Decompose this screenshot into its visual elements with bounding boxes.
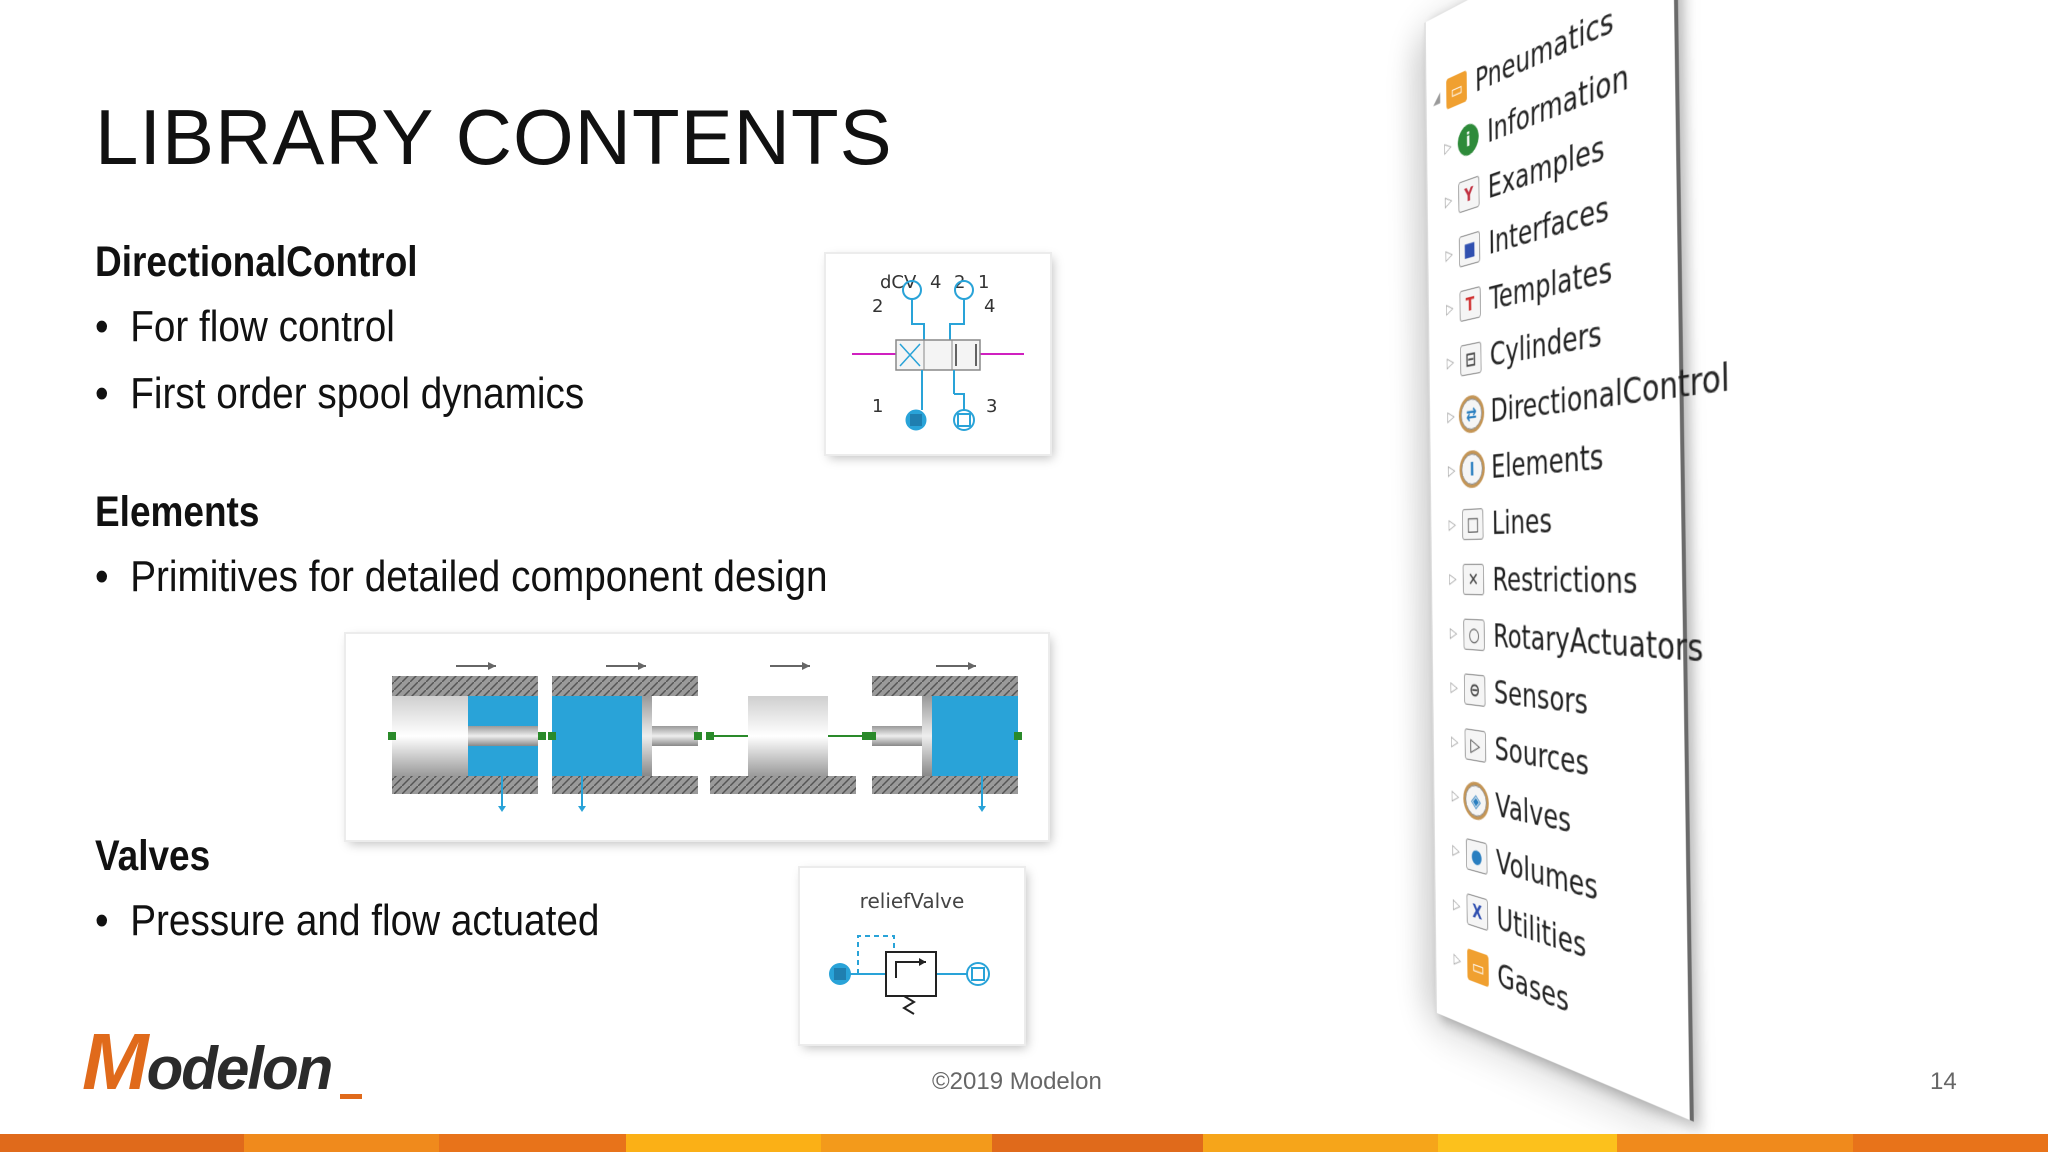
collapsed-arrow-icon[interactable]: ▷ (1447, 462, 1456, 480)
bullet-item: • For flow control (95, 302, 395, 352)
folder-icon: ▭ (1467, 948, 1489, 988)
bullet-glyph: • (95, 302, 109, 351)
utilities-icon: X (1466, 893, 1489, 932)
templates-icon: T (1459, 285, 1481, 323)
dcv-port-label: 3 (986, 396, 997, 417)
valves-icon: ◈ (1465, 783, 1487, 819)
tree-item-label: Valves (1495, 786, 1572, 842)
tree-item[interactable]: ▷ ✕Restrictions (1449, 555, 1638, 608)
elements-icon: I (1461, 452, 1483, 486)
interfaces-icon: ■ (1458, 230, 1481, 268)
tree-item[interactable]: ▷ ○RotaryActuators (1450, 611, 1704, 677)
bullet-text: Pressure and flow actuated (130, 896, 600, 945)
company-logo: Modelon (82, 1016, 334, 1108)
cylinder-icon: ⊟ (1460, 341, 1482, 377)
brand-bar-segment (1617, 1134, 1853, 1152)
relief-valve-label: reliefValve (860, 889, 965, 913)
collapsed-arrow-icon[interactable]: ▷ (1449, 571, 1457, 588)
collapsed-arrow-icon[interactable]: ▷ (1451, 733, 1459, 751)
rotary-actuator-icon: ○ (1463, 618, 1485, 652)
tree-item-label: Sensors (1493, 673, 1589, 723)
bullet-item: • Primitives for detailed component desig… (95, 552, 828, 602)
section-heading-valves: Valves (95, 832, 211, 880)
collapsed-arrow-icon[interactable]: ▷ (1444, 138, 1452, 158)
tree-item-label: Gases (1497, 956, 1570, 1021)
collapsed-arrow-icon[interactable]: ▷ (1445, 246, 1453, 265)
brand-bar-segment (1202, 1134, 1439, 1152)
dcv-port-label: 1 (978, 272, 989, 293)
tree-item-label: Restrictions (1492, 560, 1638, 603)
tree-item-label: RotaryActuators (1493, 617, 1704, 671)
slide-title: LIBRARY CONTENTS (95, 93, 893, 181)
relief-valve-diagram: reliefValve (829, 889, 990, 1015)
bullet-text: First order spool dynamics (130, 369, 585, 418)
footer-copyright: ©2019 Modelon (932, 1068, 1102, 1095)
brand-color-bar (0, 1134, 2048, 1152)
bullet-item: • Pressure and flow actuated (95, 896, 599, 946)
tree-item-label: Sources (1494, 729, 1590, 785)
directional-valve-figure: dCV 4 2 1 2 4 1 3 (826, 254, 1050, 454)
brand-bar-segment (1852, 1134, 2048, 1152)
collapsed-arrow-icon[interactable]: ▷ (1450, 679, 1458, 697)
info-icon: i (1457, 120, 1479, 160)
folder-icon: ▭ (1446, 70, 1467, 110)
collapsed-arrow-icon[interactable]: ▷ (1451, 787, 1460, 806)
bullet-text: Primitives for detailed component design (130, 552, 828, 601)
dcv-port-label: 1 (872, 396, 883, 417)
brand-bar-segment (243, 1134, 439, 1152)
tree-item-label: Lines (1491, 501, 1553, 543)
collapsed-arrow-icon[interactable]: ▷ (1447, 408, 1455, 426)
collapsed-arrow-icon[interactable]: ▷ (1446, 300, 1454, 319)
bullet-glyph: • (95, 369, 109, 418)
brand-bar-segment (438, 1134, 626, 1152)
brand-bar-segment (0, 1134, 244, 1152)
bullet-item: • First order spool dynamics (95, 369, 584, 419)
brand-bar-segment (820, 1134, 992, 1152)
brand-bar-segment (625, 1134, 821, 1152)
dcv-port-label: 4 (984, 296, 995, 317)
page-number: 14 (1930, 1068, 1957, 1095)
collapsed-arrow-icon[interactable]: ▷ (1452, 841, 1460, 861)
examples-icon: Y (1458, 175, 1480, 214)
relief-valve-figure: reliefValve (800, 868, 1024, 1044)
tree-item-label: Elements (1491, 436, 1604, 486)
brand-bar-segment (1438, 1134, 1618, 1152)
dcv-port-label: 4 (930, 272, 941, 293)
restrictions-icon: ✕ (1462, 563, 1485, 596)
collapsed-arrow-icon[interactable]: ▷ (1452, 896, 1461, 915)
brand-bar-segment (991, 1134, 1203, 1152)
bullet-glyph: • (95, 552, 109, 601)
source-icon: ▷ (1464, 728, 1487, 763)
collapsed-arrow-icon[interactable]: ▷ (1449, 625, 1458, 642)
section-heading-directional-control: DirectionalControl (95, 238, 418, 286)
collapsed-arrow-icon[interactable]: ▷ (1453, 950, 1462, 970)
collapsed-arrow-icon[interactable]: ▷ (1446, 354, 1455, 372)
sensor-icon: ⊖ (1463, 673, 1486, 708)
volumes-icon: ● (1465, 838, 1488, 876)
lines-icon: □ (1462, 508, 1484, 541)
directional-control-icon: ⇄ (1460, 396, 1483, 432)
tree-item[interactable]: ▷ □Lines (1448, 497, 1553, 548)
bullet-glyph: • (95, 896, 109, 945)
elements-figure (346, 634, 1048, 840)
logo-underline (340, 1094, 362, 1099)
logo-wordmark: odelon (146, 1035, 334, 1102)
logo-mark: M (82, 1017, 149, 1106)
expanded-arrow-icon[interactable]: ◢ (1433, 89, 1441, 109)
elements-diagram (388, 662, 1022, 812)
collapsed-arrow-icon[interactable]: ▷ (1444, 192, 1453, 211)
dcv-label: dCV (880, 272, 917, 293)
tree-item[interactable]: ▷ ⊖Sensors (1450, 665, 1588, 728)
section-heading-elements: Elements (95, 488, 260, 536)
bullet-text: For flow control (130, 302, 395, 351)
tree-item-label: Cylinders (1489, 313, 1602, 374)
dcv-port-label: 2 (872, 296, 883, 317)
collapsed-arrow-icon[interactable]: ▷ (1448, 516, 1457, 534)
directional-valve-diagram: dCV 4 2 1 2 4 1 3 (852, 272, 1024, 431)
